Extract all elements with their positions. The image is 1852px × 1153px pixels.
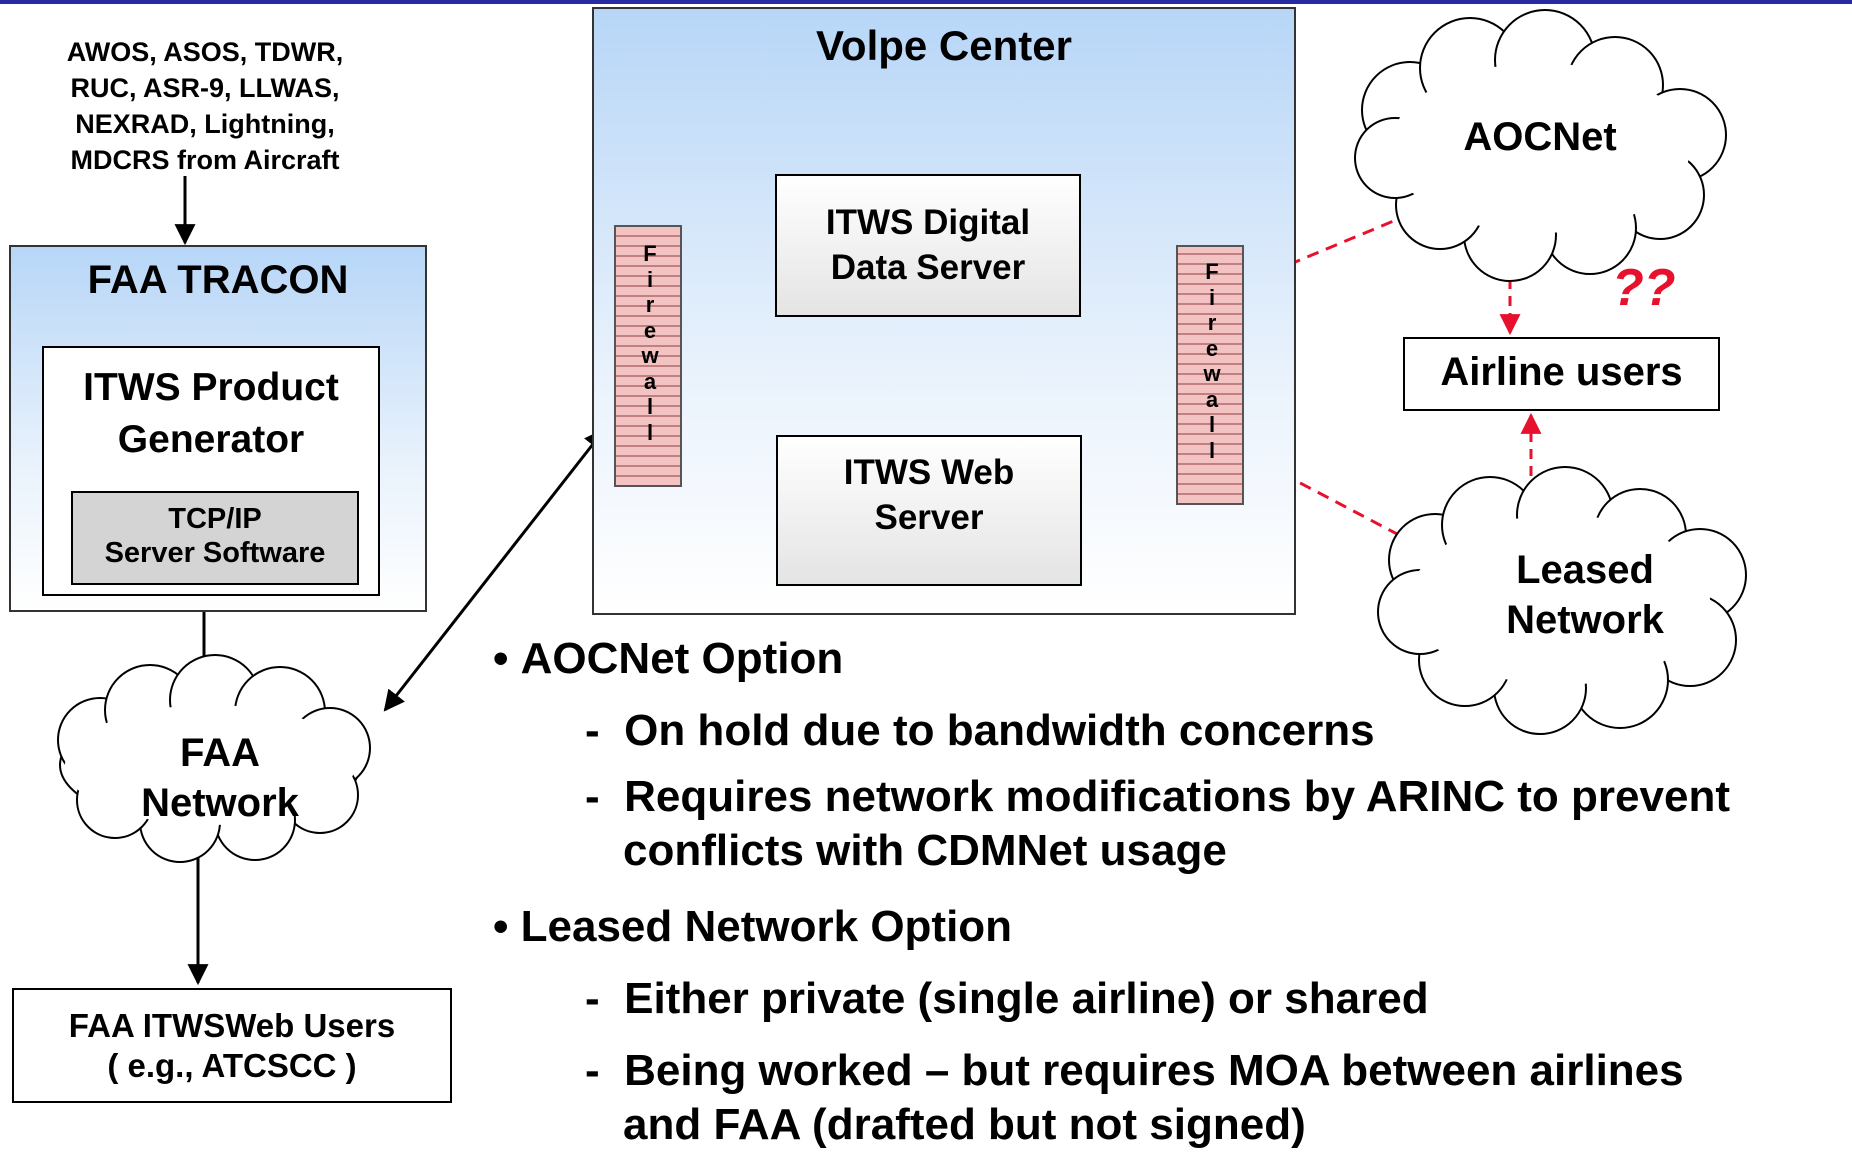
aocnet-cloud [1354,9,1727,282]
web-line-2: Server [874,498,984,537]
product-generator-line-1: ITWS Product [83,366,339,409]
sub-bullet-bandwidth-text: On hold due to bandwidth concerns [624,706,1375,755]
airline-users-label: Airline users [1440,350,1683,394]
firewall-char: e [1205,335,1219,361]
firewall-char: F [1205,259,1219,284]
sub-bullet-bandwidth: - On hold due to bandwidth concerns [585,704,1375,758]
bullet-dot: • [493,902,521,951]
leased-network-label: Leased Network [1485,545,1685,645]
firewall-char: F [643,241,657,266]
top-bar [0,0,1852,4]
firewall-char: w [641,343,659,368]
faa-tracon-title: FAA TRACON [87,258,349,302]
data-sources-label: AWOS, ASOS, TDWR, RUC, ASR-9, LLWAS, NEX… [20,34,390,178]
sub-bullet-arinc-text-1: Requires network modifications by ARINC … [624,772,1730,821]
tcp-line-2: Server Software [104,537,326,569]
volpe-center-title: Volpe Center [816,22,1072,69]
firewall-char: w [1203,361,1221,386]
sub-bullet-private: - Either private (single airline) or sha… [585,972,1429,1026]
firewall-right: F i r e w a l l [1176,245,1244,505]
firewall-right-text: F i r e w a l l [1178,247,1242,463]
faa-users-line-1: FAA ITWSWeb Users [68,1007,396,1044]
web-server-box [776,435,1082,586]
bullet-aocnet-text: AOCNet Option [520,634,844,683]
faa-network-cloud [57,654,371,863]
sub-bullet-moa-line-1: - Being worked – but requires MOA betwee… [585,1044,1684,1098]
faa-users-line-2: ( e.g., ATCSCC ) [107,1047,357,1084]
firewall-char: a [1205,386,1219,412]
firewall-leased-dashed-arrow [1245,453,1420,547]
digital-data-server-label: ITWS Digital Data Server [775,200,1081,290]
sub-bullet-private-text: Either private (single airline) or share… [624,974,1429,1023]
product-generator-line-2: Generator [117,418,305,461]
tcp-server-label: TCP/IP Server Software [71,502,359,570]
digital-data-server-box [775,174,1081,317]
firewall-left: F i r e w a l l [614,225,682,487]
firewall-char: l [646,419,654,445]
faa-network-line-1: FAA [180,731,260,775]
sub-bullet-arinc-line-1: - Requires network modifications by ARIN… [585,770,1730,824]
sub-bullet-moa-text-1: Being worked – but requires MOA between … [624,1046,1684,1095]
firewall-char: l [1208,437,1216,463]
airline-users-box [1403,337,1720,411]
sub-bullet-arinc: - Requires network modifications by ARIN… [585,770,1730,878]
firewall-left-text: F i r e w a l l [616,227,680,445]
tcp-line-1: TCP/IP [168,503,262,535]
firewall-char: a [643,368,657,394]
web-server-label: ITWS Web Server [776,450,1082,540]
web-line-1: ITWS Web [843,453,1015,492]
bullet-leased-option: • Leased Network Option [493,900,1012,954]
firewall-char: r [645,292,655,317]
sub-bullet-arinc-text-2: conflicts with CDMNet usage [623,826,1227,875]
firewall-char: l [1208,412,1216,437]
dash: - [585,974,625,1023]
bullet-aocnet-option: • AOCNet Option [493,632,843,686]
dds-line-1: ITWS Digital [825,203,1031,242]
leased-network-cloud [1377,466,1747,735]
firewall-char: l [646,394,654,419]
dash: - [585,706,625,755]
sub-bullet-moa-text-2: and FAA (drafted but not signed) [623,1100,1306,1149]
firewall-char: e [643,317,657,343]
leased-network-line-1: Leased [1516,548,1654,592]
dash: - [585,1046,625,1095]
sources-line-1: AWOS, ASOS, TDWR, [66,37,344,67]
sources-line-3: NEXRAD, Lightning, [75,109,335,139]
firewall-char: r [1207,310,1217,335]
dds-line-2: Data Server [830,248,1026,287]
dash: - [585,772,625,821]
firewall-char: i [646,266,654,292]
question-marks: ?? [1612,259,1676,317]
sources-line-2: RUC, ASR-9, LLWAS, [70,73,340,103]
sources-line-4: MDCRS from Aircraft [70,145,340,175]
tcp-server-box [71,491,359,585]
faa-network-label: FAA Network [120,728,320,828]
faa-users-label: FAA ITWSWeb Users ( e.g., ATCSCC ) [12,1006,452,1086]
faa-network-line-2: Network [141,781,299,825]
faa-users-box [12,988,452,1103]
firewall-char: i [1208,284,1216,310]
leased-network-line-2: Network [1506,598,1664,642]
network-firewall-arrow [383,428,606,712]
bullet-leased-text: Leased Network Option [520,902,1013,951]
sub-bullet-moa: - Being worked – but requires MOA betwee… [585,1044,1684,1152]
product-generator-title: ITWS Product Generator [42,362,380,466]
bullet-dot: • [493,634,521,683]
aocnet-label: AOCNet [1463,115,1617,159]
